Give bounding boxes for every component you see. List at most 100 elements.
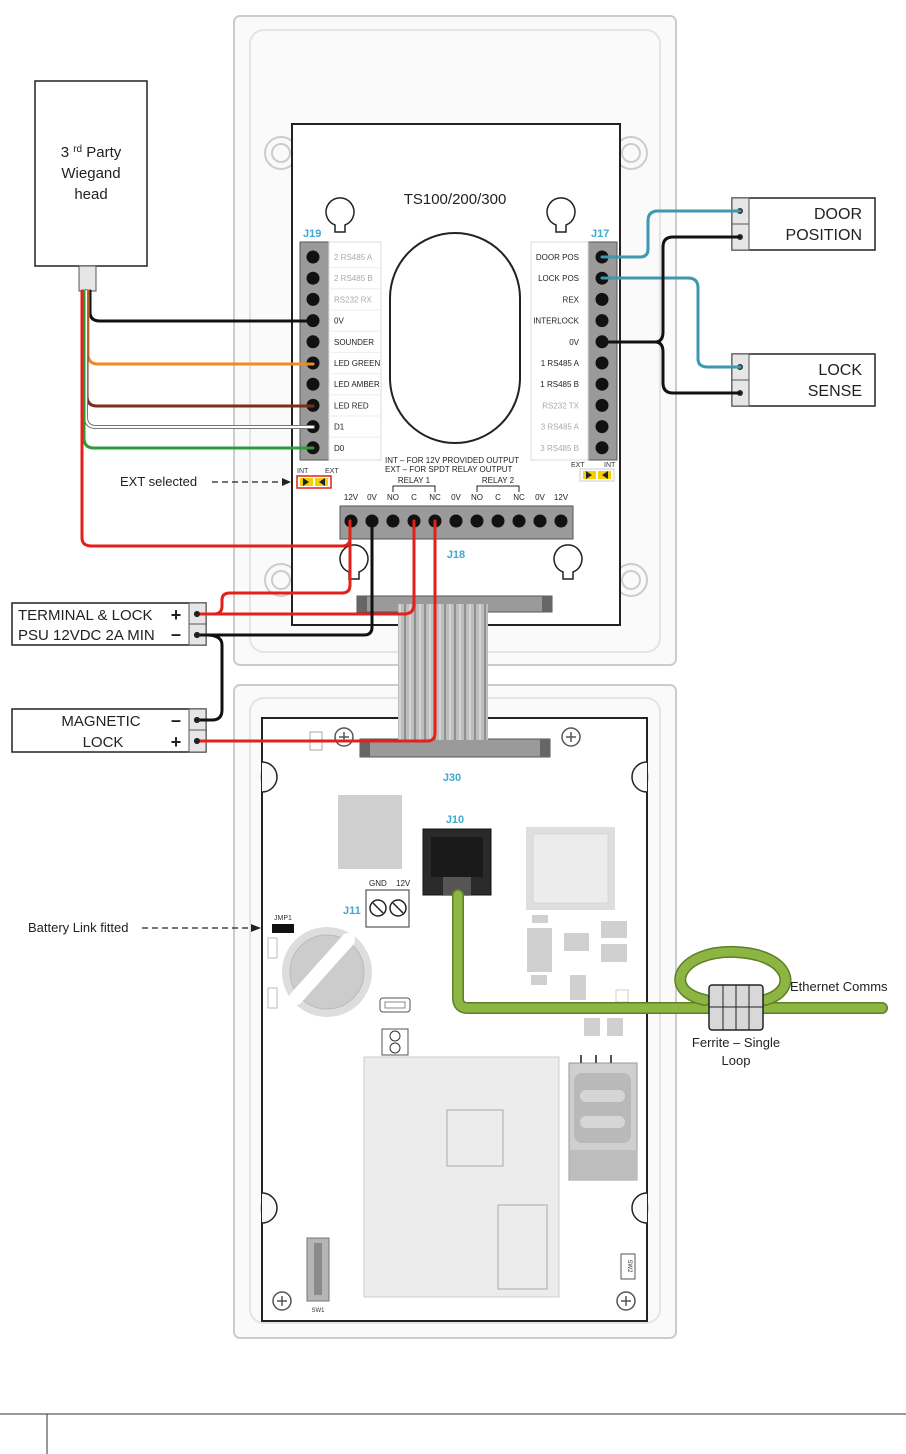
j18-pin-label: 12V (344, 493, 359, 502)
j17-pin-label: 1 RS485 A (541, 359, 580, 368)
j19-pin-label: SOUNDER (334, 338, 374, 347)
battery-link-callout: Battery Link fitted (28, 920, 261, 935)
j18-pin-label: NC (513, 493, 525, 502)
wiegand-head: 3 rd Party Wiegand head (34, 80, 148, 292)
ribbon-cable (398, 604, 488, 740)
j17-jumper-int-label: INT (604, 462, 616, 469)
jumper-ext-label: EXT (325, 468, 339, 475)
wiegand-superscript: rd (73, 144, 82, 155)
j19-terminal-screw (306, 292, 320, 306)
j17-pin-label: LOCK POS (538, 274, 579, 283)
wiegand-line3: head (74, 186, 107, 203)
maglock-line2: LOCK (83, 734, 124, 751)
j18-terminal-screw (449, 514, 463, 528)
j19-pin-group: 2 RS485 A 2 RS485 B RS232 RX 0V SOUNDER LED G… (306, 250, 381, 455)
j17-pin-label: REX (563, 295, 580, 304)
j17-terminal-screw (595, 314, 609, 328)
jmp1-label: JMP1 (274, 915, 292, 922)
j17-jumper: EXT INT (571, 462, 616, 482)
psu-line2: PSU 12VDC 2A MIN (18, 627, 155, 644)
j18-pin-label: NC (429, 493, 441, 502)
j18-terminal-screw (533, 514, 547, 528)
ext-selected-text: EXT selected (120, 474, 197, 489)
j18-pin-label: 0V (451, 493, 461, 502)
j18-terminal-screw (470, 514, 484, 528)
j17-pin-label: RS232 TX (542, 401, 579, 410)
interface-pcb: SW1 SW2 JMP1 J11 GND 12V J10 J30 (261, 717, 648, 1322)
magnetic-lock-device: MAGNETIC LOCK – + (11, 708, 207, 753)
ext-selected-callout: EXT selected (120, 474, 291, 489)
ferrite-line2: Loop (722, 1053, 751, 1068)
j17-wires (600, 209, 742, 395)
relay2-label: RELAY 2 (482, 476, 515, 485)
door-position-line1: DOOR (814, 206, 862, 223)
j18-label: J18 (447, 549, 465, 561)
lock-sense-line1: LOCK (818, 362, 862, 379)
j11-12v: 12V (396, 879, 411, 888)
wiegand-line1-rest: Party (82, 144, 122, 161)
j19-pin-label: 2 RS485 B (334, 274, 373, 283)
j10-label: J10 (446, 814, 464, 826)
relay1-label: RELAY 1 (398, 476, 431, 485)
j18-terminal-screw (386, 514, 400, 528)
j30-label: J30 (443, 772, 461, 784)
j17-terminal-screw (595, 377, 609, 391)
j17-pin-label: 0V (569, 338, 579, 347)
relay-brackets (392, 485, 520, 492)
wiegand-line2: Wiegand (61, 165, 120, 182)
j17-pin-group: DOOR POS LOCK POS REX INTERLOCK 0V 1 RS485 A 1… (533, 250, 609, 455)
j19-label: J19 (303, 228, 321, 240)
ethernet-cable (452, 889, 888, 1014)
sw2-label: SW2 (626, 1259, 632, 1273)
door-position-line2: POSITION (786, 227, 862, 244)
psu-line1: TERMINAL & LOCK (18, 607, 152, 624)
lock-sense-device: LOCK SENSE (731, 353, 876, 407)
j17-terminal-screw (595, 420, 609, 434)
note-ext: EXT – FOR SPDT RELAY OUTPUT (385, 465, 513, 474)
j19-terminal-screw (306, 250, 320, 264)
j17-jumper-ext-label: EXT (571, 462, 585, 469)
j17-pin-label: 1 RS485 B (540, 380, 579, 389)
battery-link-text: Battery Link fitted (28, 920, 128, 935)
j18-terminal-screw (512, 514, 526, 528)
psu-device: TERMINAL & LOCK PSU 12VDC 2A MIN + – (11, 602, 207, 646)
j19-pin-label: LED AMBER (334, 380, 380, 389)
door-position-device: DOOR POSITION (731, 197, 876, 251)
j11-label: J11 (343, 905, 361, 917)
j17-terminal-screw (595, 356, 609, 370)
j19-pin-label: RS232 RX (334, 295, 372, 304)
j18-pin-label: 0V (367, 493, 377, 502)
svg-text:3 rd Party: 3 rd Party (61, 144, 122, 162)
ferrite-core (708, 984, 764, 1031)
j17-terminal-screw (595, 441, 609, 455)
j19-terminal-block: 2 RS485 A 2 RS485 B RS232 RX 0V SOUNDER LED G… (299, 228, 382, 461)
j17-pin-label: 3 RS485 A (541, 423, 580, 432)
ethernet-label: Ethernet Comms (790, 979, 888, 994)
j17-pin-label: INTERLOCK (533, 317, 579, 326)
power-wires (195, 519, 437, 743)
j19-pin-label: LED GREEN (334, 359, 380, 368)
sw1-label: SW1 (311, 1308, 325, 1314)
j17-label: J17 (591, 228, 609, 240)
j19-pin-label: 2 RS485 A (334, 253, 373, 262)
j18-pin-label: NO (471, 493, 483, 502)
j18-pin-label: C (411, 493, 417, 502)
maglock-minus: – (171, 710, 181, 730)
j17-terminal-screw (595, 292, 609, 306)
board-title: TS100/200/300 (404, 191, 507, 208)
j19-ext-jumper: INT EXT (296, 468, 339, 489)
j18-pin-label: C (495, 493, 501, 502)
j19-pin-label: D0 (334, 444, 345, 453)
j19-terminal-screw (306, 377, 320, 391)
wiegand-line1: 3 (61, 144, 69, 161)
j17-terminal-block: DOOR POS LOCK POS REX INTERLOCK 0V 1 RS485 A 1… (530, 228, 618, 461)
j19-pin-label: 0V (334, 317, 344, 326)
j17-pin-label: DOOR POS (536, 253, 579, 262)
lock-sense-line2: SENSE (808, 383, 862, 400)
j19-terminal-screw (306, 271, 320, 285)
power-wire-dots (194, 611, 200, 744)
j18-terminal-screw (491, 514, 505, 528)
